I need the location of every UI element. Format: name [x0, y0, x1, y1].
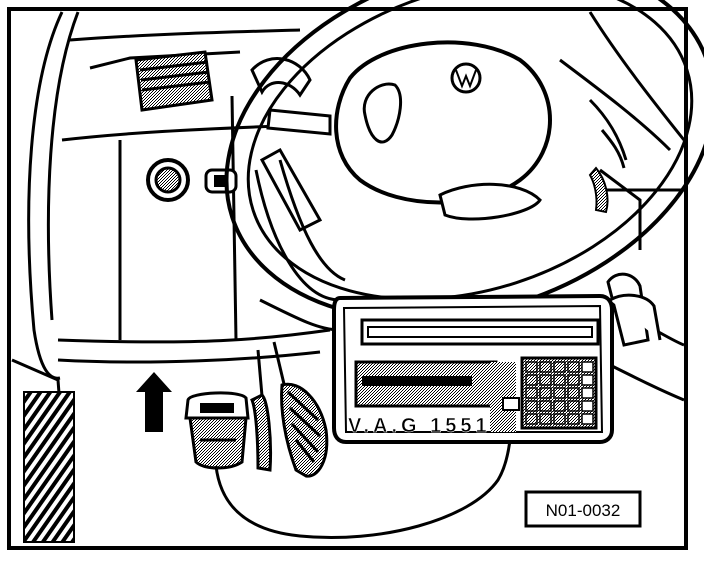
tester-key — [539, 387, 552, 399]
tester-key — [553, 387, 566, 399]
tester-keypad — [520, 356, 598, 430]
air-vent-right — [588, 166, 609, 214]
tester-key — [581, 361, 594, 373]
brake-pedal — [280, 382, 329, 478]
tester-key — [553, 413, 566, 425]
tester-key — [539, 400, 552, 412]
tester-key — [553, 374, 566, 386]
tester-key — [581, 413, 594, 425]
tester-key — [539, 413, 552, 425]
tester-key — [581, 387, 594, 399]
gear-lever — [606, 272, 662, 347]
air-vent-left — [134, 50, 214, 112]
vag-tester: V.A.G 1551 — [332, 293, 614, 444]
light-switch — [146, 158, 190, 202]
tester-key — [567, 413, 580, 425]
tester-key — [567, 361, 580, 373]
tester-key — [539, 374, 552, 386]
tester-printer-slot — [360, 318, 600, 346]
tester-key — [525, 361, 538, 373]
tester-key — [567, 374, 580, 386]
tester-key — [525, 374, 538, 386]
figure-reference-box: N01-0032 — [524, 490, 642, 528]
tester-key — [525, 400, 538, 412]
steering-column-stalks — [250, 57, 332, 232]
tester-key — [567, 400, 580, 412]
tester-key — [567, 387, 580, 399]
tester-key — [553, 361, 566, 373]
instrument-area — [588, 98, 642, 250]
up-arrow-icon — [136, 372, 172, 432]
tester-key — [539, 361, 552, 373]
tester-key — [581, 374, 594, 386]
tester-cable — [214, 397, 514, 540]
door-trim-hatched — [23, 391, 75, 543]
tester-key — [525, 387, 538, 399]
control-knob — [204, 168, 238, 194]
figure-reference: N01-0032 — [546, 501, 621, 520]
tester-key — [553, 400, 566, 412]
diagnostic-plug — [184, 391, 250, 470]
clutch-pedal — [250, 393, 272, 472]
tester-key — [581, 400, 594, 412]
tester-label: V.A.G 1551 — [348, 415, 491, 437]
vw-logo-icon — [450, 62, 482, 94]
steering-hub — [334, 40, 552, 221]
tester-cable-port — [502, 397, 520, 411]
pedal-arms — [256, 341, 286, 397]
tester-key — [525, 413, 538, 425]
